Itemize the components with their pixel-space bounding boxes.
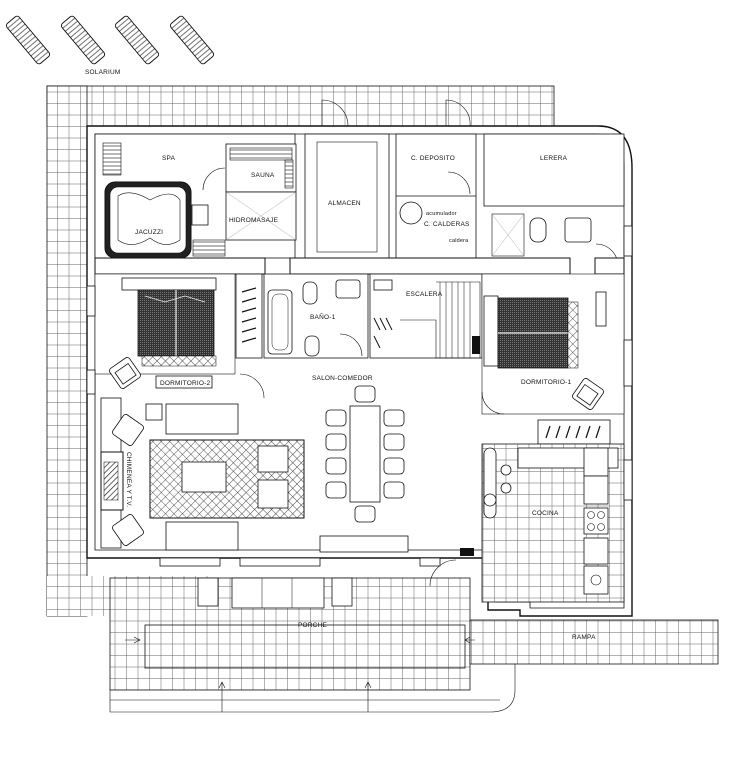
deposito-door[interactable] — [445, 99, 471, 127]
bano-bidet — [304, 335, 320, 357]
dormitorio-2-closet — [235, 273, 263, 359]
solarium-label: SOLARIUM — [85, 69, 121, 76]
lerera-label: LERERA — [540, 155, 568, 162]
rampa-label: RAMPA — [572, 634, 596, 641]
bano-door[interactable] — [339, 333, 363, 357]
calderas-label: C. CALDERAS — [424, 221, 470, 228]
dining-table — [349, 405, 381, 503]
terrace-north — [46, 85, 555, 127]
almacen-label: ALMACEN — [328, 200, 361, 207]
sofa-bottom — [165, 521, 239, 551]
dormitorio-1-closet — [537, 419, 611, 445]
armchair-rug-1 — [257, 445, 289, 473]
dormitorio-2-armchair — [109, 357, 141, 389]
bano-bathtub — [267, 289, 293, 355]
solarium-loungers: SOLARIUM — [5, 15, 215, 76]
spa-bench-2 — [192, 239, 226, 257]
fireplace — [103, 461, 119, 501]
kitchen-sink — [583, 565, 609, 595]
dining-set — [325, 385, 405, 523]
lerera-toilet — [529, 217, 547, 243]
chimenea-label: CHIMENEA Y T.V. — [125, 452, 132, 507]
kitchen-stools — [500, 464, 512, 494]
hidromasaje-label: HIDROMASAJE — [229, 217, 279, 224]
cocina-label: COCINA — [532, 510, 559, 517]
bano-toilet — [302, 281, 318, 305]
deposito-label: C. DEPOSITO — [411, 155, 455, 162]
spa-shower-control — [191, 204, 209, 226]
dormitorio-1-armchair — [572, 378, 604, 410]
armchair-rug-2 — [257, 479, 289, 509]
porch-steps-edge — [109, 664, 516, 713]
caldera-label: caldera — [449, 238, 469, 244]
cooktop — [583, 507, 609, 535]
spa-bench — [102, 142, 122, 176]
lerera-sink — [564, 217, 592, 243]
sofa-top — [165, 403, 239, 435]
armchair-lower — [112, 514, 144, 546]
dormitorio-1-label: DORMITORIO-1 — [521, 379, 571, 386]
sideboard — [319, 535, 409, 553]
porch-pergola — [144, 624, 466, 669]
dormitorio-2-label: DORMITORIO-2 — [160, 380, 210, 387]
bano-label: BAÑO-1 — [310, 312, 336, 321]
calderas-door[interactable] — [447, 171, 471, 195]
armchair-upper — [112, 414, 144, 446]
ramp-floor — [469, 619, 719, 665]
sauna-label: SAUNA — [251, 172, 275, 179]
acumulador-label: acumulador — [426, 211, 457, 217]
terrace-west — [46, 85, 88, 617]
main-entry-door[interactable] — [429, 559, 457, 587]
porch-step-arrows — [125, 636, 475, 712]
almacen-door[interactable] — [321, 99, 349, 127]
dormitorio-1-door[interactable] — [481, 391, 505, 415]
lerera-room — [483, 133, 625, 207]
salon-label: SALON-COMEDOR — [312, 375, 373, 382]
spa-door[interactable] — [202, 167, 226, 191]
escalera-label: ESCALERA — [406, 291, 443, 298]
dormitorio-2-door[interactable] — [239, 373, 265, 399]
bano-sink — [335, 279, 361, 299]
kitchen-island — [483, 447, 497, 519]
coffee-table — [181, 461, 227, 493]
porche-label: PORCHE — [298, 622, 327, 629]
jacuzzi-label: JACUZZI — [135, 229, 163, 236]
spa-label: SPA — [162, 155, 176, 162]
porch-sofa — [231, 577, 325, 609]
accumulator-tank — [399, 201, 423, 225]
